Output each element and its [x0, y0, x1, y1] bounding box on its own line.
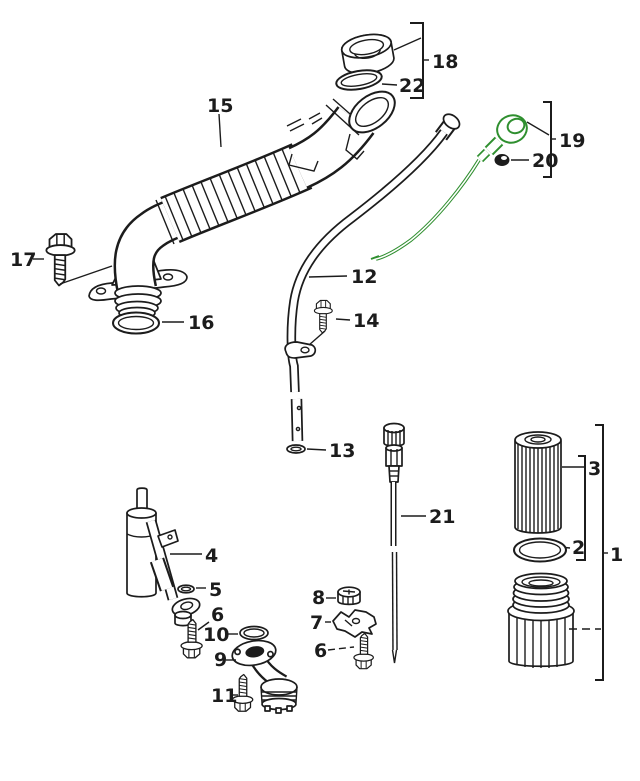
callout-13-number: 13 [329, 440, 355, 462]
callout-6-right: 6 [314, 640, 355, 662]
callout-6-left: 6 [197, 604, 224, 631]
part-dipstick-tube [284, 113, 461, 442]
callout-13: 13 [306, 440, 355, 462]
callout-6-right-number: 6 [314, 640, 327, 662]
callout-5: 5 [196, 579, 222, 601]
callout-2-number: 2 [572, 537, 585, 559]
part-dipstick-highlighted [370, 114, 550, 261]
callout-14-number: 14 [353, 310, 379, 332]
callout-19-20: 19 20 [511, 101, 585, 178]
part-pickup-assembly [126, 487, 201, 627]
callout-19-number: 19 [559, 130, 585, 152]
part-filler-tube [88, 90, 396, 320]
callout-20-number: 20 [532, 150, 558, 172]
callout-7-number: 7 [310, 612, 323, 634]
part-bracket-7 [332, 609, 377, 648]
part-seal-22 [335, 69, 398, 91]
part-seal-20 [494, 154, 510, 166]
part-washer-5 [177, 584, 195, 594]
callout-15-number: 15 [207, 95, 233, 117]
part-filter-housing [507, 572, 575, 668]
part-filler-cap [340, 33, 422, 75]
callout-21: 21 [401, 506, 455, 528]
callout-9: 9 [214, 649, 236, 671]
callout-12-number: 12 [351, 266, 377, 288]
callout-4: 4 [170, 545, 218, 567]
part-bolt-14 [308, 299, 333, 346]
callout-4-number: 4 [205, 545, 218, 567]
callout-10: 10 [203, 624, 238, 646]
part-seal-13 [286, 444, 306, 454]
part-oring-2 [513, 537, 567, 563]
callout-1: 1 [569, 424, 623, 681]
callout-5-number: 5 [209, 579, 222, 601]
callout-22-number: 22 [399, 75, 425, 97]
part-filter-element [514, 431, 562, 534]
callout-16-number: 16 [188, 312, 214, 334]
part-suction-pipe [231, 639, 298, 714]
callout-18-number: 18 [432, 51, 458, 73]
part-dipstick-21 [383, 422, 405, 664]
callout-12: 12 [308, 266, 377, 288]
callout-8-number: 8 [312, 587, 325, 609]
callout-16: 16 [162, 312, 214, 334]
callout-10-number: 10 [203, 624, 229, 646]
part-bolt-17 [45, 233, 113, 287]
callout-21-number: 21 [429, 506, 455, 528]
callout-7: 7 [310, 612, 331, 634]
callout-11-number: 11 [211, 685, 237, 707]
callout-8: 8 [312, 587, 336, 609]
callout-18-22: 18 22 [399, 22, 458, 99]
callout-17-number: 17 [10, 249, 36, 271]
callout-17: 17 [10, 249, 44, 271]
part-oring-16 [112, 311, 160, 335]
callout-15: 15 [207, 95, 233, 148]
callout-6-left-number: 6 [211, 604, 224, 626]
callout-3-number: 3 [588, 458, 601, 480]
callout-9-number: 9 [214, 649, 227, 671]
part-grommet-8 [337, 586, 361, 606]
callout-11: 11 [211, 685, 238, 707]
part-gasket-10 [239, 625, 269, 641]
callout-14: 14 [335, 310, 379, 332]
part-bolt-6-right [353, 632, 374, 670]
callout-3-2: 3 2 [559, 455, 601, 561]
callout-1-number: 1 [610, 544, 623, 566]
